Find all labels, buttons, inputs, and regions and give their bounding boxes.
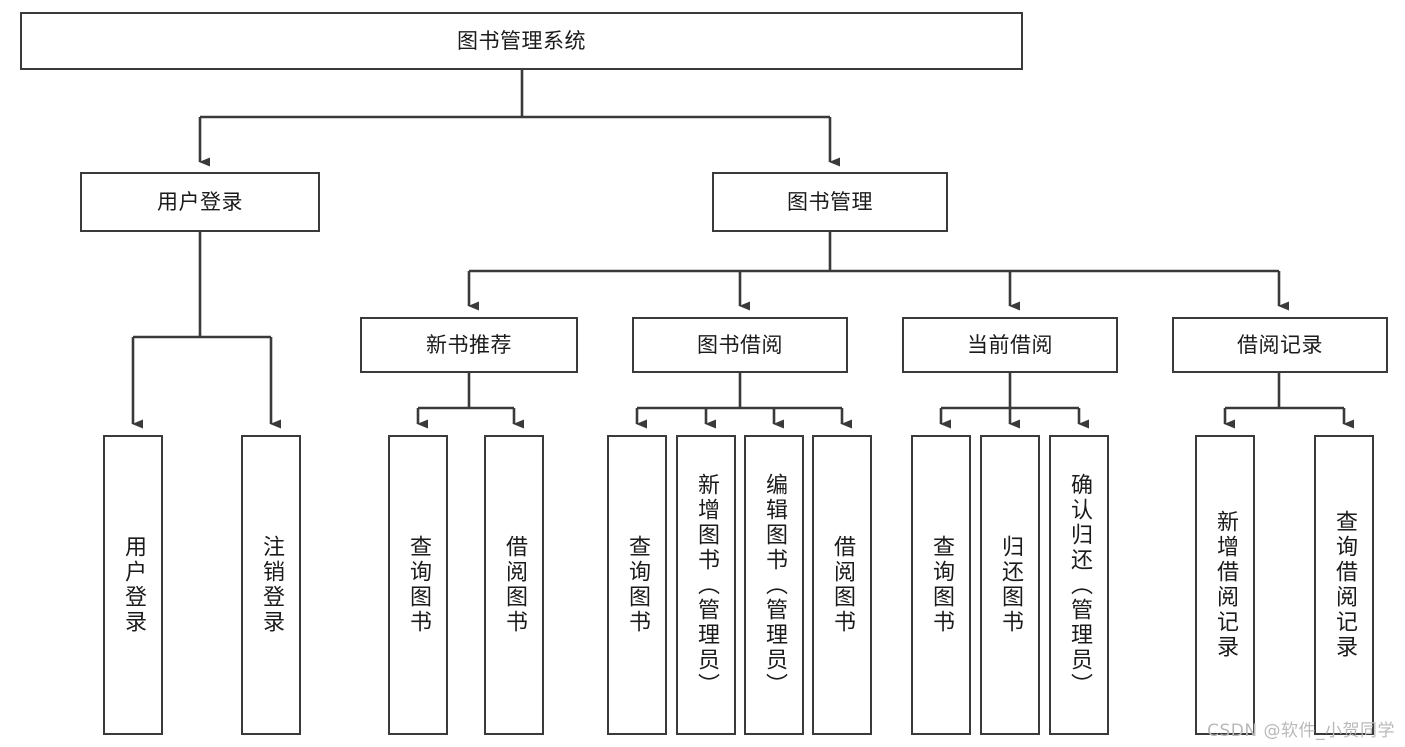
leaf-new-book-query[interactable]: 查询图书: [388, 435, 448, 735]
node-current-borrow-label: 当前借阅: [967, 332, 1053, 357]
leaf-current-borrow-confirm[interactable]: 确认归还（管理员）: [1049, 435, 1109, 735]
node-book-manage-label: 图书管理: [787, 189, 873, 214]
node-root-system-label: 图书管理系统: [457, 28, 586, 53]
leaf-current-borrow-query[interactable]: 查询图书: [911, 435, 971, 735]
leaf-new-book-borrow[interactable]: 借阅图书: [484, 435, 544, 735]
leaf-book-borrow-add[interactable]: 新增图书（管理员）: [676, 435, 736, 735]
leaf-current-borrow-confirm-label: 确认归还（管理员）: [1067, 472, 1092, 698]
leaf-user-login-login-label: 用户登录: [121, 535, 146, 635]
leaf-book-borrow-query[interactable]: 查询图书: [607, 435, 667, 735]
node-borrow-record-label: 借阅记录: [1237, 332, 1323, 357]
node-user-login-label: 用户登录: [157, 189, 243, 214]
leaf-current-borrow-return[interactable]: 归还图书: [980, 435, 1040, 735]
leaf-book-borrow-query-label: 查询图书: [625, 535, 650, 635]
leaf-current-borrow-return-label: 归还图书: [998, 535, 1023, 635]
node-root-system[interactable]: 图书管理系统: [20, 12, 1023, 70]
node-book-borrow[interactable]: 图书借阅: [632, 317, 848, 373]
csdn-watermark: CSDN @软件_小贺同学: [1207, 721, 1395, 741]
node-current-borrow[interactable]: 当前借阅: [902, 317, 1118, 373]
leaf-borrow-record-add[interactable]: 新增借阅记录: [1195, 435, 1255, 735]
leaf-new-book-query-label: 查询图书: [406, 535, 431, 635]
leaf-book-borrow-edit-label: 编辑图书（管理员）: [762, 472, 787, 698]
leaf-borrow-record-query-label: 查询借阅记录: [1332, 510, 1357, 660]
node-borrow-record[interactable]: 借阅记录: [1172, 317, 1388, 373]
leaf-book-borrow-add-label: 新增图书（管理员）: [694, 472, 719, 698]
leaf-user-login-login[interactable]: 用户登录: [103, 435, 163, 735]
node-new-book-recommend[interactable]: 新书推荐: [360, 317, 578, 373]
leaf-book-borrow-edit[interactable]: 编辑图书（管理员）: [744, 435, 804, 735]
node-user-login[interactable]: 用户登录: [80, 172, 320, 232]
leaf-book-borrow-borrow[interactable]: 借阅图书: [812, 435, 872, 735]
leaf-book-borrow-borrow-label: 借阅图书: [830, 535, 855, 635]
node-new-book-recommend-label: 新书推荐: [426, 332, 512, 357]
node-book-manage[interactable]: 图书管理: [712, 172, 948, 232]
node-book-borrow-label: 图书借阅: [697, 332, 783, 357]
leaf-borrow-record-add-label: 新增借阅记录: [1213, 510, 1238, 660]
leaf-current-borrow-query-label: 查询图书: [929, 535, 954, 635]
leaf-user-login-logout-label: 注销登录: [259, 535, 284, 635]
leaf-new-book-borrow-label: 借阅图书: [502, 535, 527, 635]
leaf-user-login-logout[interactable]: 注销登录: [241, 435, 301, 735]
leaf-borrow-record-query[interactable]: 查询借阅记录: [1314, 435, 1374, 735]
